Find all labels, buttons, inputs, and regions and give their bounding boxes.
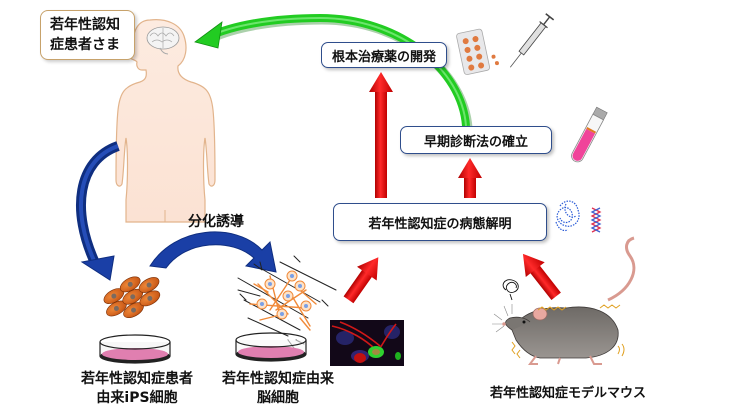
fluorescence-micrograph [330, 320, 404, 366]
patient-label-line1: 若年性認知 [50, 17, 120, 33]
green-arrow [194, 13, 473, 129]
brain-cells-label-line1: 若年性認知症由来 [222, 371, 334, 387]
differentiation-label: 分化誘導 [188, 214, 244, 230]
red-arrows [343, 72, 561, 304]
model-mouse-label: 若年性認知症モデルマウス [489, 386, 646, 401]
petri-dish-ips [99, 334, 171, 364]
human-figure [115, 19, 216, 223]
protein-aggregate-icon [555, 200, 580, 232]
pathology-elucidation-box: 若年性認知症の病態解明 [333, 203, 547, 241]
pill-pack-icon [456, 28, 499, 75]
test-tube-icon [571, 106, 608, 163]
brain-cells-label: 若年性認知症由来 脳細胞 [212, 370, 344, 408]
confusion-scribble-icon [502, 279, 519, 301]
body-silhouette [115, 19, 216, 223]
red-arrow-to-drug-development [369, 72, 393, 198]
red-arrow-from-mouse [522, 253, 561, 301]
dna-icon [590, 207, 602, 233]
blue-arrow-differentiation [149, 231, 277, 273]
ips-cells-label-line2: 由来iPS細胞 [96, 390, 178, 406]
ips-cells-label-line1: 若年性認知症患者 [81, 371, 193, 387]
blue-arrow-patient-to-ips [75, 141, 120, 281]
shake-lines [511, 304, 625, 359]
patient-label-box: 若年性認知 症患者さま [40, 10, 135, 60]
drug-development-box: 根本治療薬の開発 [321, 42, 447, 68]
ips-cells-label: 若年性認知症患者 由来iPS細胞 [62, 370, 212, 408]
petri-dish-brain-cells [235, 332, 307, 362]
syringe-icon [509, 13, 555, 68]
pathology-elucidation-label: 若年性認知症の病態解明 [368, 216, 512, 232]
patient-label-line2: 症患者さま [50, 37, 120, 53]
model-mouse-illustration [492, 236, 636, 365]
neuron-network [237, 255, 337, 349]
early-diagnosis-box: 早期診断法の確立 [400, 126, 552, 154]
red-arrow-to-early-diagnosis [458, 158, 482, 198]
brain-icon [146, 26, 180, 55]
drug-development-label: 根本治療薬の開発 [331, 49, 436, 65]
ips-cell-cluster [103, 276, 161, 318]
brain-cells-label-line2: 脳細胞 [257, 390, 299, 406]
red-arrow-from-brain-cells [343, 257, 379, 304]
early-diagnosis-label: 早期診断法の確立 [423, 134, 528, 150]
